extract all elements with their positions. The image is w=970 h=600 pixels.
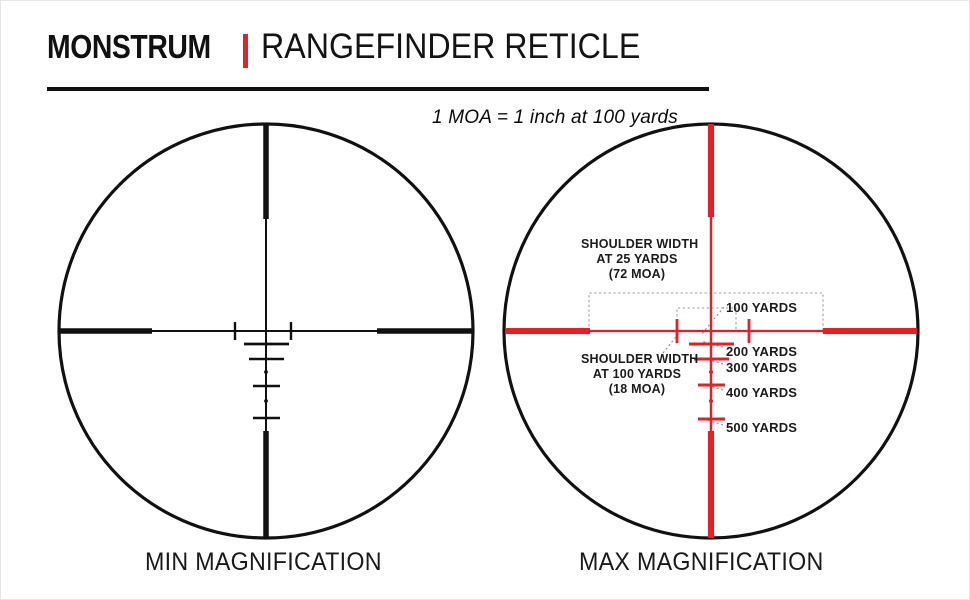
- scope-min-dot-250: [264, 370, 268, 374]
- annotation-shoulder-25-line2: AT 25 YARDS: [596, 252, 678, 266]
- subtitle-text: 1 MOA = 1 inch at 100 yards: [431, 107, 679, 128]
- scope-max-dot-350: [708, 369, 714, 375]
- scope-max-leader-lines: [662, 306, 725, 426]
- leader-400-yards: [703, 383, 724, 391]
- scope-max-dot-450: [708, 398, 714, 404]
- annotation-shoulder-100-line3: (18 MOA): [608, 382, 666, 396]
- annotation-shoulder-100-line1: SHOULDER WIDTH: [581, 352, 699, 366]
- caption-max-magnification: MAX MAGNIFICATION: [579, 548, 824, 576]
- leader-100-yards: [700, 306, 725, 336]
- range-label-300-yards: 300 YARDS: [726, 360, 798, 375]
- leader-500-yards: [703, 418, 724, 426]
- brand-divider-bar: [243, 34, 249, 68]
- scope-min-magnification: [57, 122, 475, 540]
- subtitle: 1 MOA = 1 inch at 100 yards: [1, 107, 969, 129]
- range-label-400-yards: 400 YARDS: [726, 385, 798, 400]
- header: MONSTRUM RANGEFINDER RETICLE: [47, 27, 707, 87]
- annotation-shoulder-100-line2: AT 100 YARDS: [592, 367, 682, 381]
- caption-min-magnification: MIN MAGNIFICATION: [145, 548, 382, 576]
- brand-row: MONSTRUM RANGEFINDER RETICLE: [47, 27, 707, 73]
- annotation-shoulder-25-line1: SHOULDER WIDTH: [581, 237, 699, 251]
- page-title: RANGEFINDER RETICLE: [261, 27, 641, 66]
- range-label-200-yards: 200 YARDS: [726, 344, 798, 359]
- brand-wordmark: MONSTRUM: [47, 28, 211, 65]
- annotation-shoulder-width-25-yards: SHOULDER WIDTH AT 25 YARDS (72 MOA): [581, 237, 699, 282]
- range-label-100-yards: 100 YARDS: [726, 300, 798, 315]
- annotation-shoulder-width-100-yards: SHOULDER WIDTH AT 100 YARDS (18 MOA): [581, 352, 699, 397]
- scope-min-dot-350: [264, 399, 268, 403]
- range-label-500-yards: 500 YARDS: [726, 420, 798, 435]
- leader-300-yards: [703, 357, 724, 365]
- guide-box-72-moa: [588, 292, 824, 331]
- scope-max-magnification: [502, 122, 920, 540]
- header-rule: [47, 87, 709, 91]
- annotation-shoulder-25-line3: (72 MOA): [608, 267, 666, 281]
- leader-200-yards: [700, 340, 724, 348]
